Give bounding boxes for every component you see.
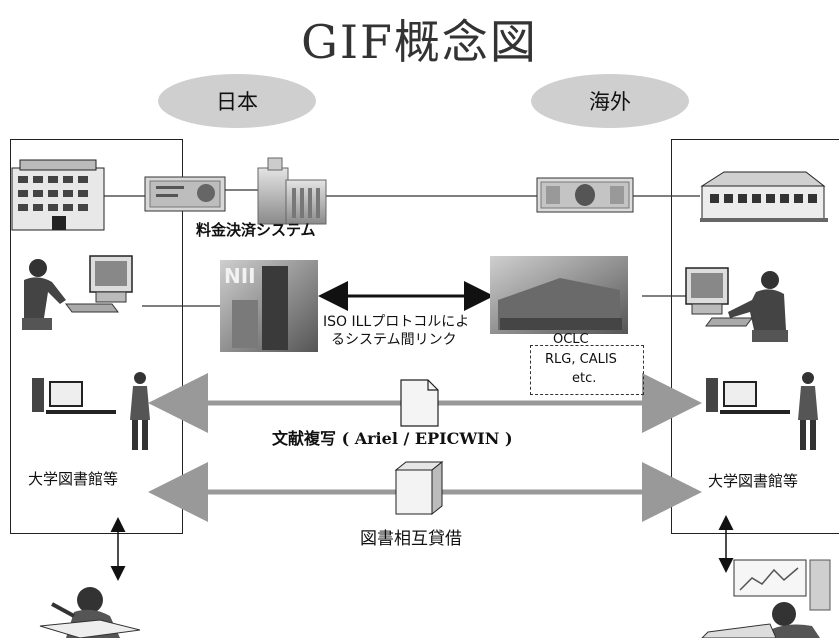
dollar-banknote-icon — [536, 177, 634, 213]
nii-building-photo: NII — [220, 260, 318, 352]
protocol-label-line1: ISO ILLプロトコルによ — [323, 314, 470, 330]
partners-label-line1: RLG, CALIS — [545, 352, 617, 367]
diagram-title: GIF概念図 — [301, 15, 538, 69]
overseas-library-workstation-icon — [706, 372, 818, 450]
interlibrary-loan-label: 図書相互貸借 — [360, 529, 462, 549]
library-workstation-icon — [32, 372, 150, 450]
yen-banknote-icon — [144, 176, 226, 212]
student-reading-icon — [39, 587, 141, 638]
researcher-at-desk-icon — [701, 559, 831, 638]
protocol-label-line2: るシステム間リンク — [331, 332, 457, 348]
university-library-label-left: 大学図書館等 — [28, 470, 119, 488]
overseas-university-building-icon — [700, 171, 828, 222]
partner-systems-box — [530, 345, 644, 395]
book-box-icon — [394, 460, 444, 516]
payment-system-label: 料金決済システム — [196, 221, 316, 239]
partners-label-line2: etc. — [572, 371, 597, 386]
oclc-building-photo — [490, 256, 628, 334]
university-building-icon — [11, 159, 105, 231]
overseas-staff-at-computer-icon — [685, 267, 788, 342]
clearing-center-building-icon — [257, 157, 327, 225]
document-copy-label: 文献複写 ( Ariel / EPICWIN ) — [272, 429, 513, 448]
librarian-at-computer-icon — [22, 255, 133, 330]
document-page-icon — [400, 379, 439, 427]
university-library-label-right: 大学図書館等 — [708, 472, 799, 490]
region-overseas-label: 海外 — [531, 74, 689, 128]
oclc-label: OCLC — [553, 332, 589, 347]
svg-text:NII: NII — [224, 264, 256, 288]
region-japan-label: 日本 — [158, 74, 316, 128]
